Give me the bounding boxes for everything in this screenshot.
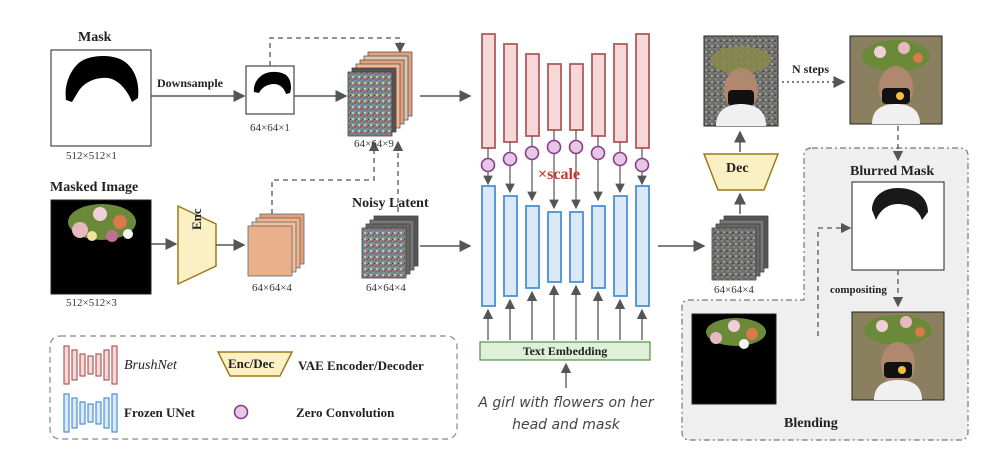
mask-title: Mask: [78, 30, 112, 45]
masked-image-title: Masked Image: [50, 180, 139, 195]
zero-conv-circles: [480, 139, 650, 173]
blending-title: Blending: [784, 416, 838, 431]
legend-brushnet-label: BrushNet: [124, 358, 177, 373]
legend-frozen-unet-label: Frozen UNet: [124, 405, 195, 420]
legend-unet-icon: [63, 393, 118, 433]
masked-image-flowers: [68, 204, 136, 242]
legend-vae-label: VAE Encoder/Decoder: [298, 358, 424, 373]
unet-blocks: [481, 185, 650, 307]
concat-dim: 64×64×9: [354, 138, 394, 150]
noisy-latent-dim: 64×64×4: [366, 282, 406, 294]
output-latent-dim: 64×64×4: [714, 284, 754, 296]
mask-shape: [65, 56, 139, 102]
latent-dim: 64×64×4: [252, 282, 292, 294]
legend-box: [49, 335, 458, 440]
final-image: [849, 35, 943, 125]
prompt-text: A girl with flowers on her head and mask: [478, 395, 654, 433]
compositing-label: compositing: [830, 284, 887, 296]
dec-label: Dec: [726, 161, 749, 176]
legend-zero-conv-icon: [233, 404, 249, 420]
masked-latent-stack: [247, 213, 305, 277]
blend-source-flowers: [706, 318, 766, 349]
output-latent-stack: [711, 215, 769, 281]
encoder-shape: [177, 204, 217, 286]
legend-zero-conv-label: Zero Convolution: [296, 405, 395, 420]
composited-image: [851, 311, 945, 401]
generated-image: [703, 35, 779, 127]
legend-encdec-label: Enc/Dec: [228, 356, 275, 371]
text-embed-arrows: [482, 284, 648, 340]
noisy-latent-title: Noisy Latent: [352, 196, 429, 211]
text-embedding-label: Text Embedding: [522, 344, 608, 358]
concat-stack: [347, 51, 413, 137]
masked-image-dim: 512×512×3: [66, 297, 117, 309]
n-steps-label: N steps: [792, 62, 830, 76]
decoder-shape: [702, 153, 780, 191]
blurred-mask-shape: [872, 188, 928, 220]
brushnet-blocks: [481, 33, 650, 149]
blurred-mask-title: Blurred Mask: [850, 164, 935, 179]
text-embedding-box: [479, 341, 651, 361]
legend-encdec-icon: [216, 351, 294, 377]
downsample-label: Downsample: [157, 76, 224, 90]
legend-brushnet-icon: [63, 345, 118, 385]
mask-small-dim: 64×64×1: [250, 122, 290, 134]
zero-conv-lines: [483, 130, 647, 210]
noisy-latent-stack: [361, 215, 419, 279]
enc-label: Enc: [189, 208, 204, 230]
mask-dim: 512×512×1: [66, 150, 117, 162]
small-mask-shape: [253, 71, 291, 94]
scale-label: ×scale: [538, 166, 580, 183]
